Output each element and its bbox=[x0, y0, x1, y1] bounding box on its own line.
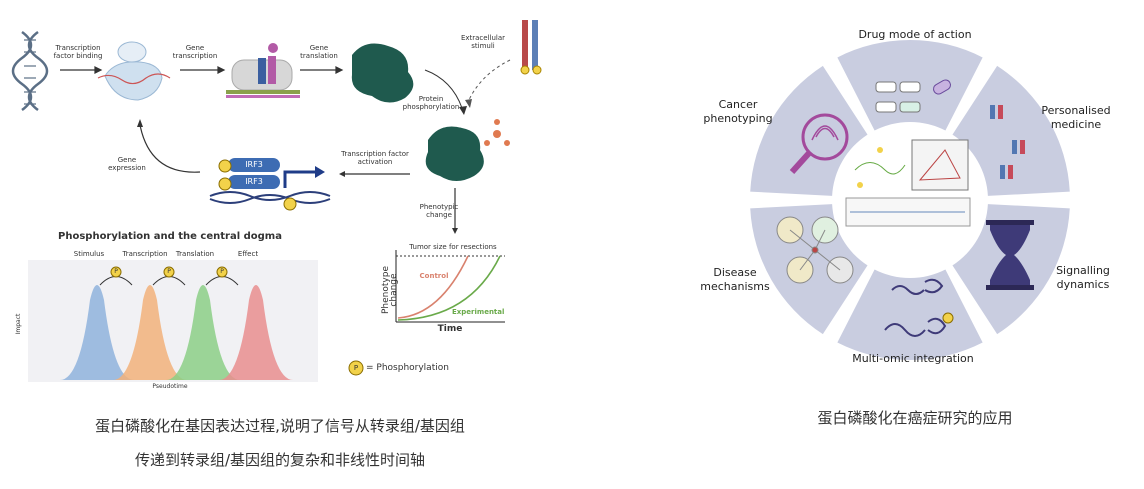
irf3-label-1: IRF3 bbox=[245, 160, 263, 169]
protein-icon bbox=[351, 43, 414, 103]
label-phenotypic-change: Phenotypic change bbox=[419, 203, 459, 219]
p-badge-text-3: P bbox=[220, 268, 224, 275]
segment-label-0: Drug mode of action bbox=[858, 28, 972, 41]
dogma-cat-effect: Effect bbox=[237, 250, 259, 258]
phosphate-icon bbox=[484, 119, 510, 146]
label-gene-translation: Gene translation bbox=[300, 44, 338, 60]
tumor-chart-ylabel: Phenotype change bbox=[381, 266, 399, 314]
label-gene-expression: Gene expression bbox=[108, 156, 146, 172]
network-icon bbox=[776, 216, 854, 284]
center-illustration bbox=[845, 139, 971, 227]
dna-icon bbox=[11, 30, 49, 112]
label-gene-transcription: Gene transcription bbox=[172, 44, 218, 60]
transcription-icon bbox=[226, 43, 300, 98]
hourglass-icon bbox=[986, 220, 1034, 290]
label-tf-activation: Transcription factor activation bbox=[341, 150, 409, 166]
dogma-cat-translation: Translation bbox=[175, 250, 215, 258]
tumor-chart-xlabel: Time bbox=[437, 324, 463, 334]
drug-icon bbox=[875, 79, 951, 113]
dogma-xlabel: Pseudotime bbox=[152, 383, 188, 390]
ring bbox=[750, 40, 1070, 360]
dogma-ylabel: Impact bbox=[15, 313, 22, 335]
phospho-protein-icon bbox=[425, 126, 484, 181]
series-control-label: Control bbox=[419, 272, 449, 280]
omics-icon bbox=[884, 278, 954, 337]
label-protein-phosphorylation: Protein phosphorylation bbox=[402, 95, 460, 111]
dogma-cat-stimulus: Stimulus bbox=[73, 250, 105, 258]
receptor-icon bbox=[520, 20, 542, 75]
legend-label: = Phosphorylation bbox=[366, 363, 449, 373]
tumor-chart-title: Tumor size for resections bbox=[409, 243, 497, 251]
left-caption-line-1: 蛋白磷酸化在基因表达过程,说明了信号从转录组/基因组 bbox=[95, 417, 465, 435]
right-caption: 蛋白磷酸化在癌症研究的应用 bbox=[817, 409, 1013, 427]
tumor-chart bbox=[395, 250, 505, 323]
legend-p-symbol: P bbox=[353, 364, 359, 372]
fingerprint-icon bbox=[789, 113, 849, 175]
segment-label-4: Disease mechanisms bbox=[700, 266, 770, 293]
irf3-label-2: IRF3 bbox=[245, 177, 263, 186]
left-caption-line-2: 传递到转录组/基因组的复杂和非线性时间轴 bbox=[134, 451, 426, 469]
label-tf-binding: Transcription factor binding bbox=[53, 44, 103, 60]
irf3-complex bbox=[209, 158, 331, 204]
ring-segment-5 bbox=[750, 65, 868, 196]
inner-circle bbox=[838, 128, 982, 272]
ring-segment-0 bbox=[837, 40, 983, 131]
p-badge-text-1: P bbox=[114, 268, 118, 275]
series-experimental-label: Experimental bbox=[452, 308, 505, 316]
segment-label-5: Cancer phenotyping bbox=[703, 98, 773, 125]
p-badges bbox=[110, 159, 364, 376]
dogma-cat-transcription: Transcription bbox=[122, 250, 168, 258]
tf-binding-icon bbox=[97, 41, 171, 101]
segment-label-2: Signalling dynamics bbox=[1056, 264, 1110, 291]
dogma-peaks bbox=[60, 285, 293, 380]
people-icon bbox=[990, 105, 1025, 179]
dogma-chart-title: Phosphorylation and the central dogma bbox=[58, 231, 282, 242]
segment-label-1: Personalised medicine bbox=[1041, 104, 1111, 131]
segment-label-3: Multi-omic integration bbox=[852, 352, 974, 365]
p-badge-text-2: P bbox=[167, 268, 171, 275]
label-extracellular-stimuli: Extracellular stimuli bbox=[460, 34, 506, 50]
ring-segment-3 bbox=[837, 269, 983, 360]
left-figure bbox=[11, 20, 542, 382]
